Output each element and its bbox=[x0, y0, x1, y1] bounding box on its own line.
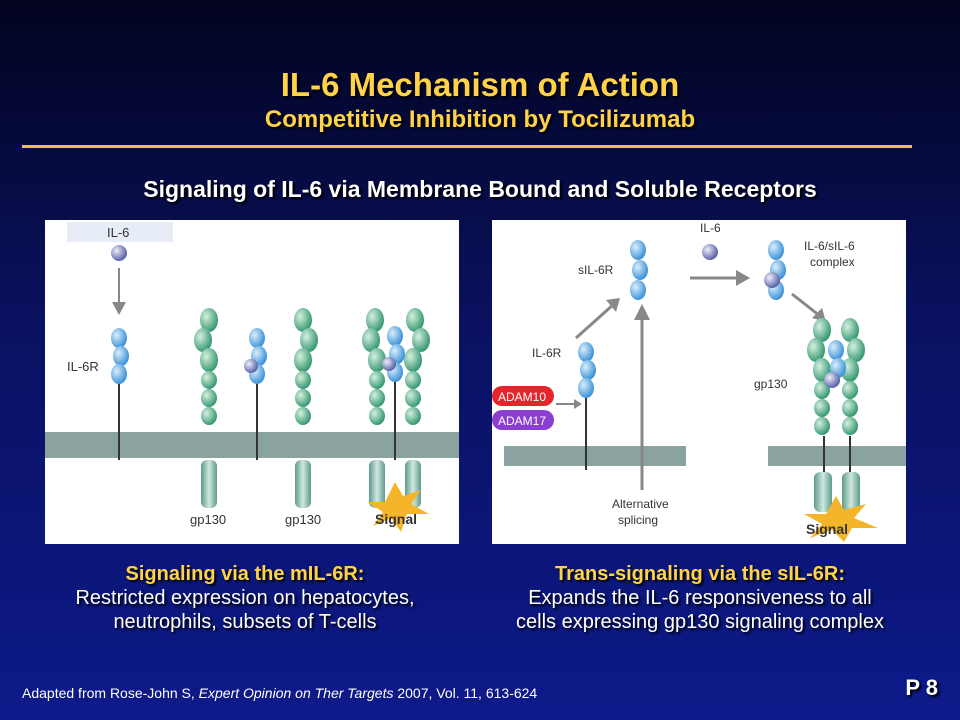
citation-journal: Expert Opinion on Ther Targets bbox=[198, 685, 394, 701]
alt-splicing-label-2: splicing bbox=[618, 513, 658, 527]
il6-label-box bbox=[67, 222, 173, 242]
adam17-badge bbox=[492, 410, 554, 430]
adam10-badge bbox=[492, 386, 554, 406]
arrow-up-head-icon bbox=[634, 304, 650, 320]
il6r-label: IL-6R bbox=[67, 359, 99, 374]
il6-ball-right bbox=[702, 244, 718, 260]
title-divider bbox=[22, 145, 912, 148]
citation-suffix: 2007, Vol. 11, 613-624 bbox=[393, 685, 538, 701]
gp130-label-b: gp130 bbox=[285, 512, 321, 527]
cell-membrane bbox=[45, 432, 459, 458]
adam17-label: ADAM17 bbox=[498, 414, 546, 428]
arrow-diag-icon bbox=[791, 292, 821, 318]
caption-trans-signaling: Trans-signaling via the sIL-6R: Expands … bbox=[475, 562, 925, 634]
il6r-receptor bbox=[111, 328, 129, 460]
signal-label-right: Signal bbox=[806, 521, 848, 537]
citation-footer: Adapted from Rose-John S, Expert Opinion… bbox=[22, 685, 537, 701]
citation-prefix: Adapted from Rose-John S, bbox=[22, 685, 199, 701]
caption-right-heading: Trans-signaling via the sIL-6R: bbox=[554, 563, 846, 585]
trans-signaling-diagram: sIL-6R IL-6 IL-6/sIL-6 complex IL-6R bbox=[492, 220, 906, 544]
arrow-head-icon bbox=[112, 302, 126, 315]
caption-right-line2: cells expressing gp130 signaling complex bbox=[516, 611, 884, 633]
complex-label-2: complex bbox=[810, 255, 855, 269]
arrow-right-head-icon bbox=[736, 270, 750, 286]
arrow-shed-head-icon bbox=[606, 298, 620, 312]
il6-label: IL-6 bbox=[107, 225, 129, 240]
slide-subtitle: Competitive Inhibition by Tocilizumab bbox=[264, 106, 696, 133]
caption-left-line2: neutrophils, subsets of T-cells bbox=[113, 611, 377, 633]
gp130-trans-complex bbox=[807, 318, 865, 512]
caption-left-line1: Restricted expression on hepatocytes, bbox=[75, 587, 415, 609]
arrow-cleave-head-icon bbox=[574, 399, 582, 409]
gp130-label-right: gp130 bbox=[754, 377, 788, 391]
sil6r-receptor bbox=[630, 240, 648, 300]
il6-sil6r-complex bbox=[764, 240, 786, 300]
sil6r-label: sIL-6R bbox=[578, 263, 614, 277]
gp130-receptor-1 bbox=[194, 308, 218, 508]
cell-membrane-left bbox=[504, 446, 686, 466]
section-heading: Signaling of IL-6 via Membrane Bound and… bbox=[143, 176, 817, 202]
caption-membrane-signaling: Signaling via the mIL-6R: Restricted exp… bbox=[20, 562, 470, 634]
il6-ball bbox=[111, 245, 127, 261]
gp130-receptor-2 bbox=[294, 308, 318, 508]
slide-title: IL-6 Mechanism of Action bbox=[280, 66, 680, 103]
il6-label-right: IL-6 bbox=[700, 221, 721, 235]
caption-left-heading: Signaling via the mIL-6R: bbox=[125, 563, 365, 585]
il6r-label-right: IL-6R bbox=[532, 346, 562, 360]
complex-label-1: IL-6/sIL-6 bbox=[804, 239, 855, 253]
caption-right-line1: Expands the IL-6 responsiveness to all bbox=[528, 587, 872, 609]
gp130-label-a: gp130 bbox=[190, 512, 226, 527]
membrane-receptor-diagram: IL-6 IL-6R gp130 bbox=[45, 220, 459, 544]
page-number: P 8 bbox=[905, 675, 938, 700]
signal-label: Signal bbox=[375, 511, 417, 527]
adam10-label: ADAM10 bbox=[498, 390, 546, 404]
alt-splicing-label-1: Alternative bbox=[612, 497, 669, 511]
trans-signaling-svg: sIL-6R IL-6 IL-6/sIL-6 complex IL-6R bbox=[492, 221, 906, 542]
signaling-complex bbox=[362, 308, 430, 508]
signal-burst-right-icon bbox=[804, 496, 878, 542]
membrane-receptor-svg: IL-6 IL-6R gp130 bbox=[45, 222, 459, 532]
cell-membrane-right bbox=[768, 446, 906, 466]
il6r-bound-receptor bbox=[244, 328, 267, 460]
signal-burst-icon bbox=[367, 482, 429, 532]
il6r-membrane-receptor bbox=[578, 342, 596, 470]
arrow-shed-icon bbox=[574, 302, 616, 340]
